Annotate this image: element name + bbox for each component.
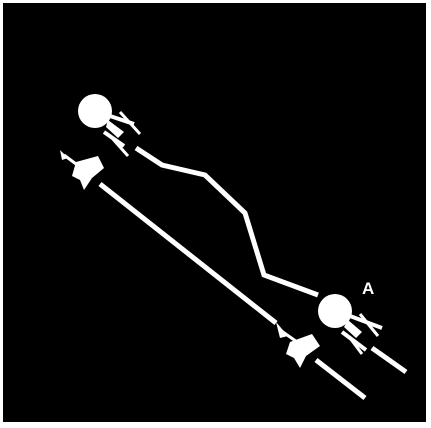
point-a-label: A <box>362 279 374 298</box>
diagram-background <box>3 3 426 422</box>
